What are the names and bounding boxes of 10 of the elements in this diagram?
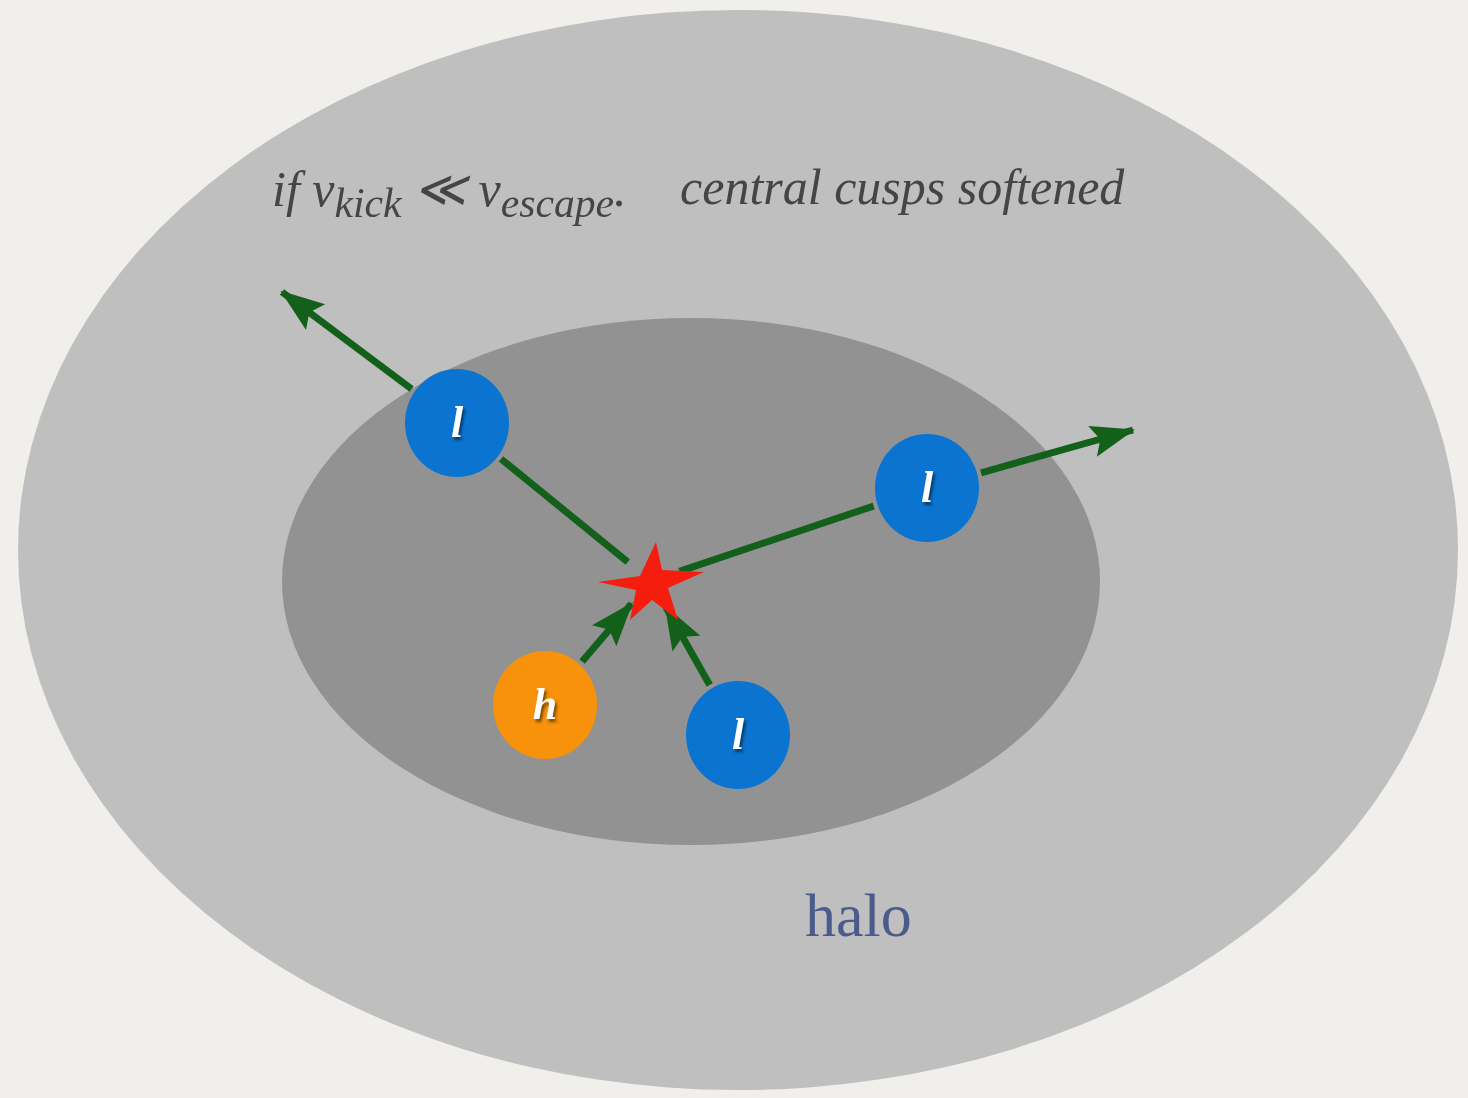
halo-label: halo [805,880,912,951]
particle-letter: l [920,466,934,510]
annotation-text: if v$_{kick}$ ≪ v$_{escape}$. [272,160,627,227]
particle-letter: l [731,713,745,757]
annotation-text: central cusps softened [680,158,1125,216]
particle-letter: h [532,683,558,727]
particle-letter: l [450,401,464,445]
arrow [579,601,635,664]
arrow [279,289,414,392]
arrow [980,426,1135,477]
